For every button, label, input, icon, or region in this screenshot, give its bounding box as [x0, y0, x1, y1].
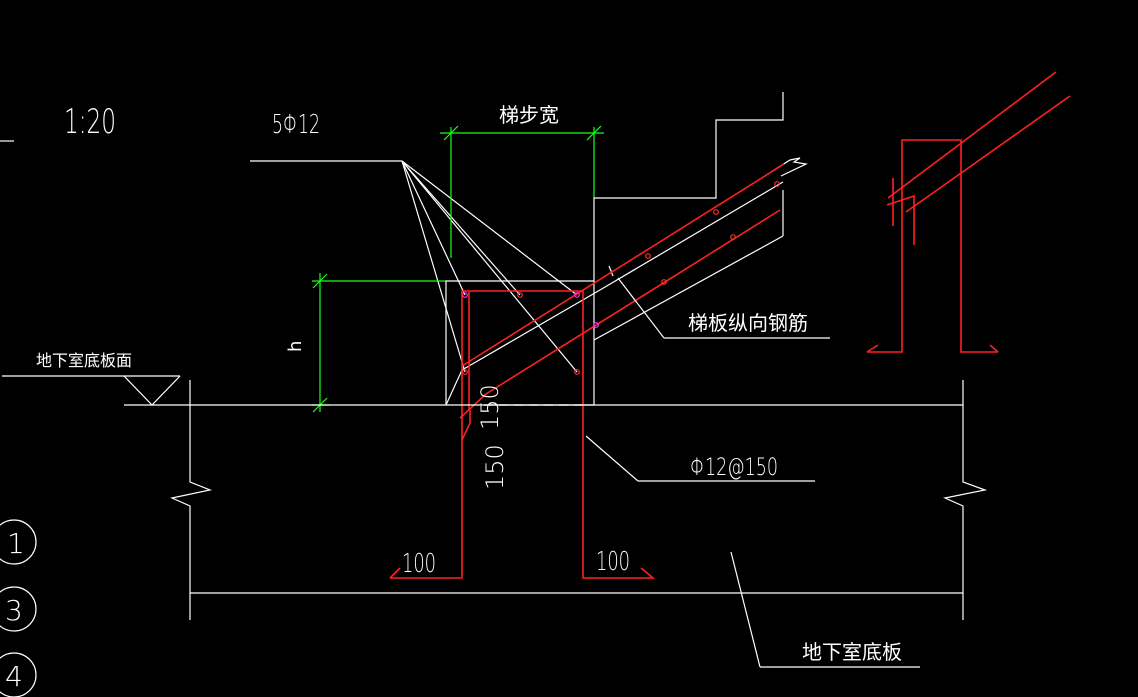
step-width-dimension [440, 125, 604, 258]
bars-callout-label: 5Φ12 [272, 110, 320, 140]
basement-slab-label: 地下室底板 [802, 640, 902, 664]
height-dimension [312, 273, 446, 413]
dim-150-upper: 150 [476, 384, 504, 430]
step-width-label: 梯步宽 [499, 103, 559, 127]
floor-level-marker [2, 375, 181, 406]
longitudinal-rebar-label: 梯板纵向钢筋 [688, 311, 808, 335]
detail-column-rebar[interactable] [866, 71, 1071, 353]
basement-slab-leader [730, 551, 920, 668]
stirrup-spec-leader [585, 435, 815, 482]
basement-floor-surface-label: 地下室底板面 [36, 351, 132, 370]
layer-marker-4[interactable]: 4 [0, 652, 37, 697]
dim-150-lower: 150 [481, 444, 509, 490]
longitudinal-rebar-leader [617, 277, 830, 339]
layer-marker-1-label: 1 [7, 527, 25, 560]
rebar-section-dots [462, 181, 780, 375]
stirrup-spec-label: Φ12@150 [690, 453, 778, 481]
beam-stirrup-rebar[interactable] [389, 290, 656, 579]
hook-left-dim: 100 [402, 549, 436, 579]
layer-marker-3[interactable]: 3 [0, 586, 37, 632]
stair-concrete-outline [445, 92, 808, 406]
bars-callout-leaders [250, 160, 578, 373]
layer-marker-3-label: 3 [5, 594, 23, 627]
height-symbol: h [285, 341, 306, 352]
layer-marker-4-label: 4 [5, 660, 23, 693]
hook-right-dim: 100 [596, 547, 630, 577]
layer-marker-1[interactable]: 1 [0, 519, 37, 565]
basement-slab-outline [170, 380, 988, 620]
scale-label: 1:20 [64, 102, 116, 142]
